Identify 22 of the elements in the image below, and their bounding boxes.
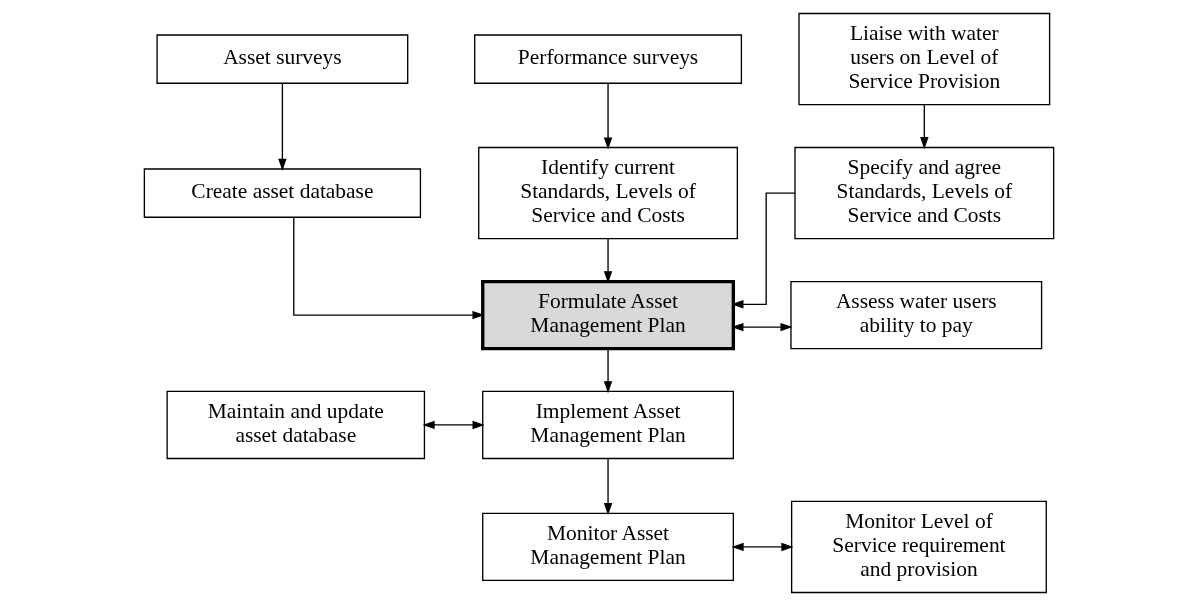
arrow — [920, 104, 929, 150]
node-box: Monitor Level of Service requirement and provision — [790, 500, 1047, 594]
arrow — [603, 458, 613, 516]
node-box: Asset surveys — [156, 34, 409, 84]
arrow — [731, 322, 793, 332]
node-box: Performance surveys — [474, 34, 743, 84]
node-box: Identify current Standards, Levels of Service and Costs — [478, 146, 739, 240]
node-box: Maintain and update asset database — [166, 390, 426, 460]
node-box: Formulate Asset Management Plan — [481, 279, 736, 351]
node-box: Assess water users ability to pay — [790, 280, 1043, 350]
arrow — [603, 83, 613, 150]
arrow — [293, 217, 485, 320]
node-box: Create asset database — [143, 168, 422, 218]
node-box: Implement Asset Management Plan — [482, 390, 734, 460]
arrow — [603, 347, 613, 394]
arrow — [422, 420, 485, 430]
node-box: Liaise with water users on Level of Service Provision — [798, 12, 1051, 106]
node-box: Monitor Asset Management Plan — [482, 512, 734, 582]
arrow — [731, 542, 794, 552]
arrow — [278, 83, 287, 171]
arrow — [731, 192, 796, 309]
node-box: Specify and agree Standards, Levels of Service and Costs — [794, 146, 1055, 240]
